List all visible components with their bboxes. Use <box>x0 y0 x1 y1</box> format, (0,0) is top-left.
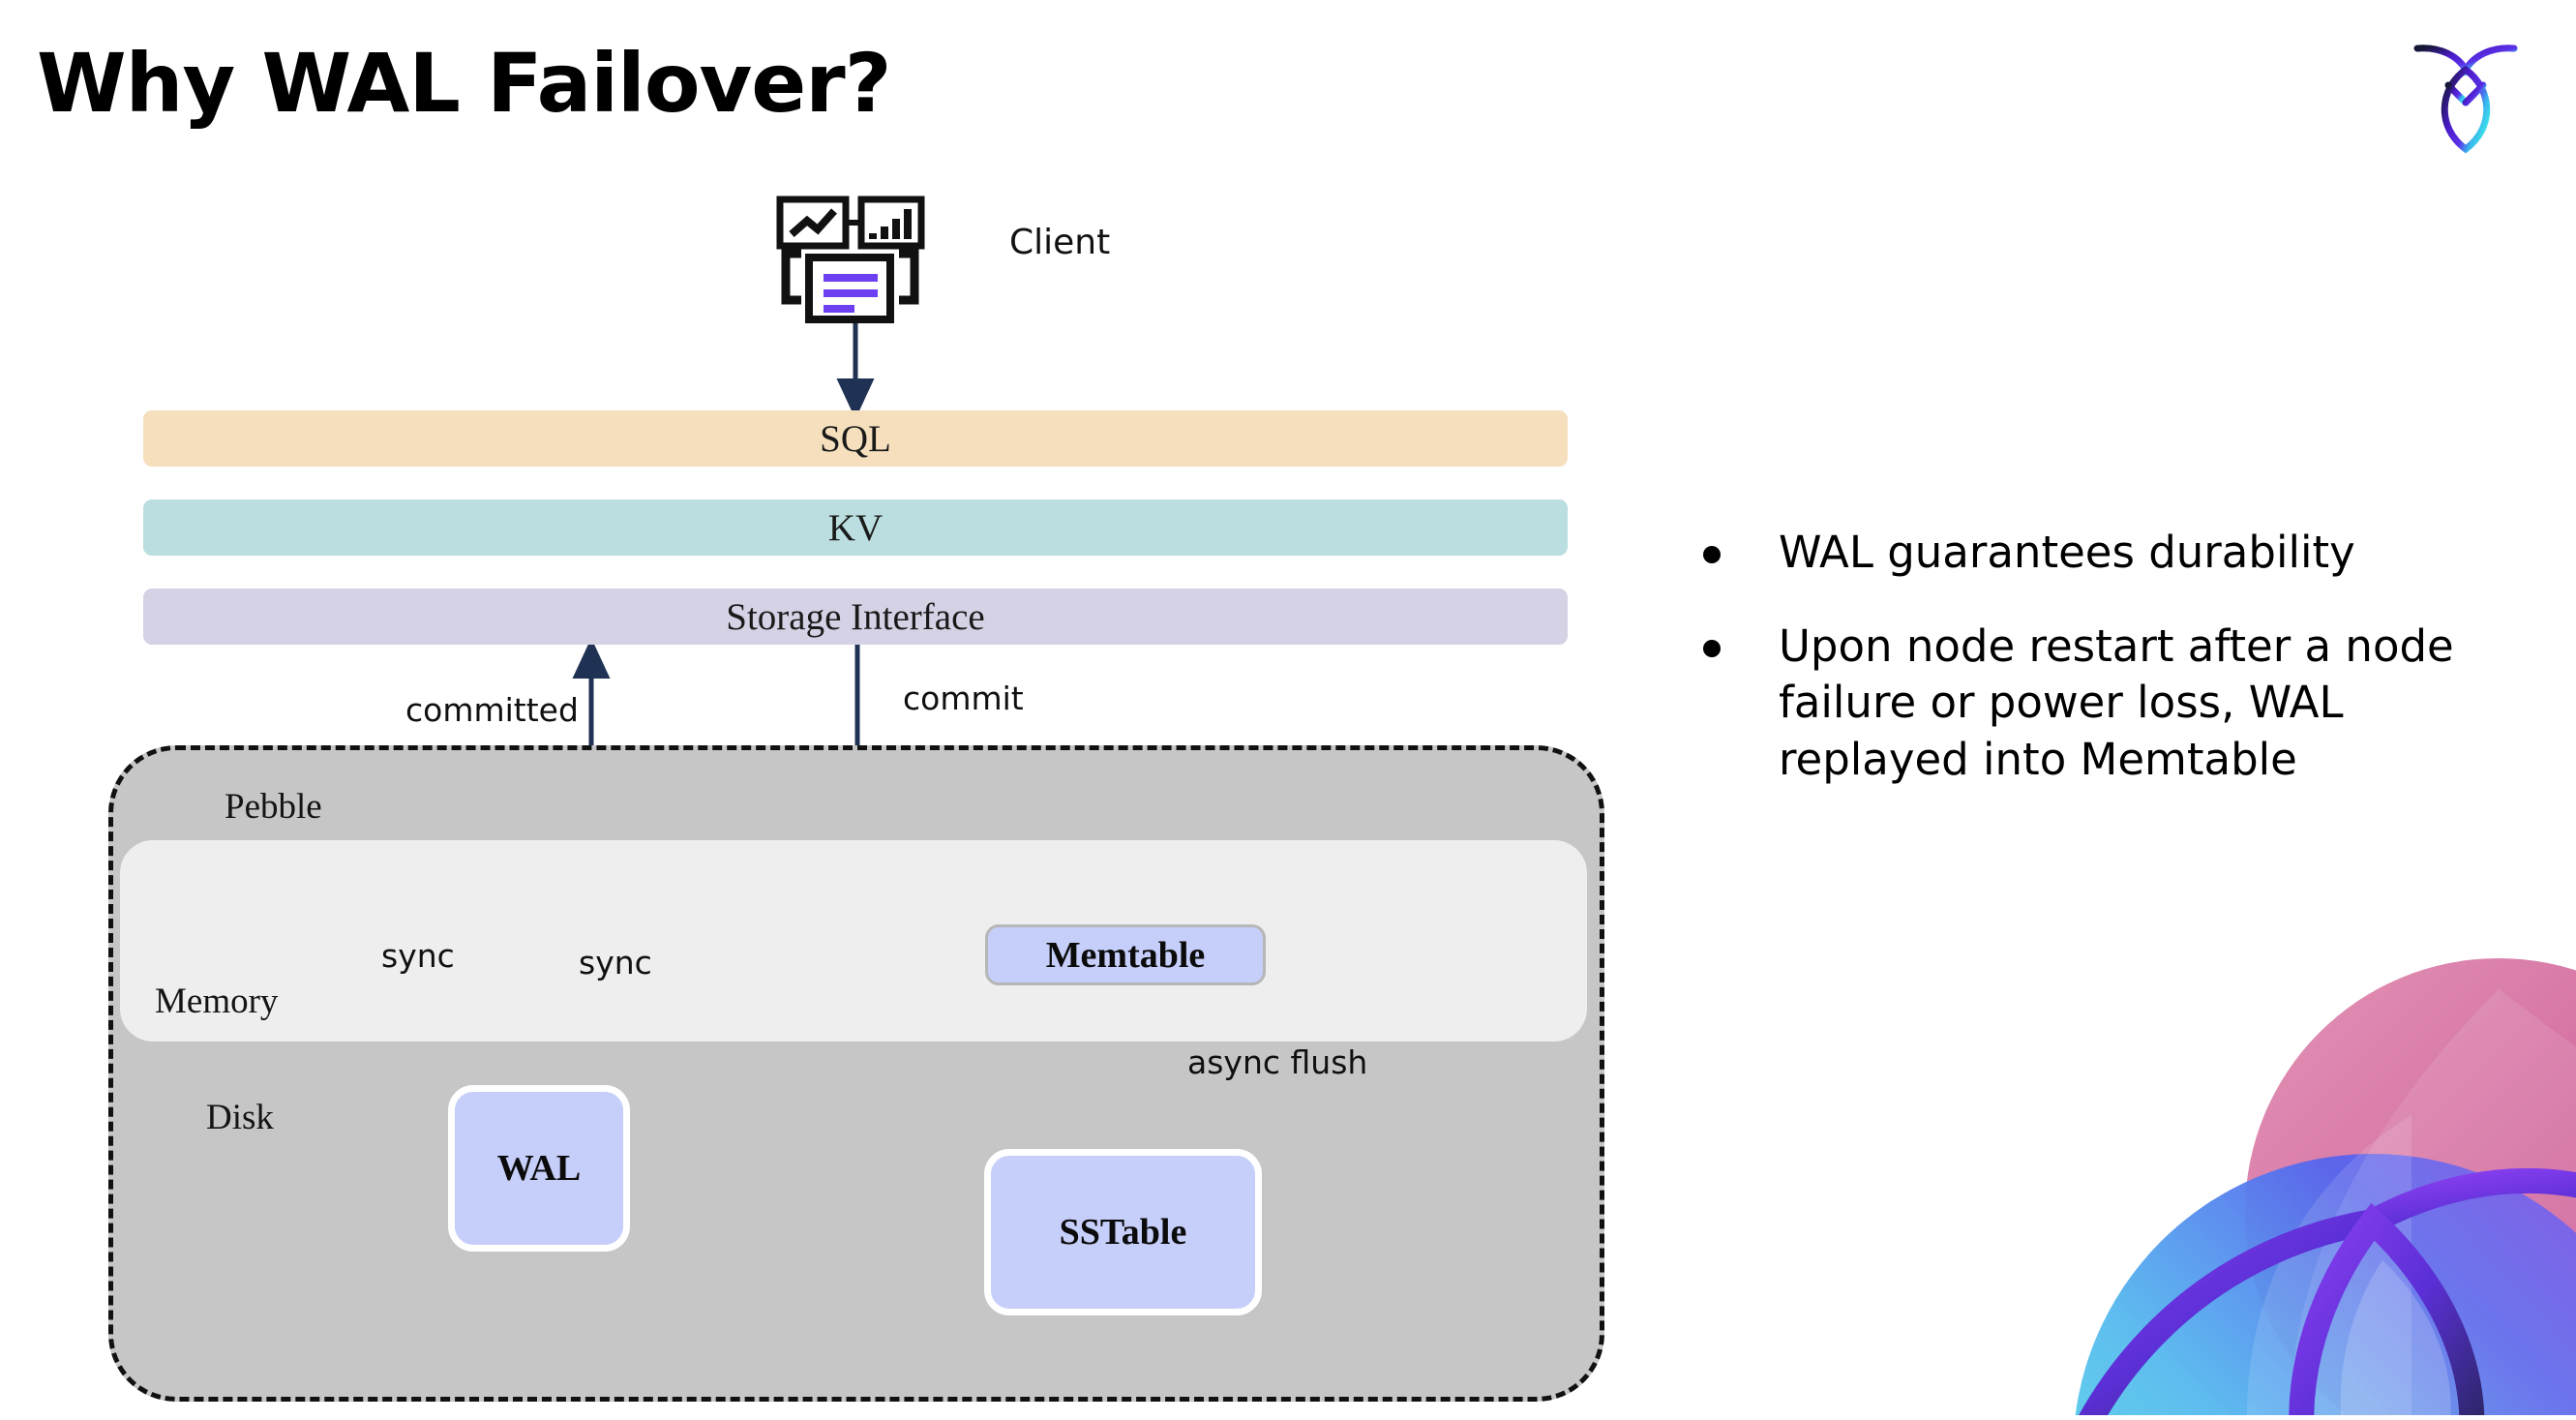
pebble-label: Pebble <box>225 787 322 827</box>
overlapping-circles-decoration <box>1957 931 2576 1415</box>
edge-label-committed: committed <box>405 691 579 729</box>
node-wal[interactable]: WAL <box>448 1085 630 1252</box>
client-analytics-icon <box>772 194 927 329</box>
layer-bar-storage-interface-label: Storage Interface <box>726 595 985 638</box>
edge-label-async-flush: async flush <box>1187 1043 1368 1081</box>
bullet-text: Upon node restart after a node failure o… <box>1779 619 2454 785</box>
layer-bar-sql-label: SQL <box>820 417 891 460</box>
node-sstable-label: SSTable <box>1059 1212 1187 1253</box>
edge-label-sync-up: sync <box>381 937 455 975</box>
bullet-list: WAL guarantees durability Upon node rest… <box>1703 525 2506 825</box>
layer-bar-sql[interactable]: SQL <box>143 410 1568 467</box>
disk-label: Disk <box>206 1098 274 1137</box>
memory-region <box>120 840 1587 1042</box>
layer-bar-storage-interface[interactable]: Storage Interface <box>143 589 1568 645</box>
layer-bar-kv-label: KV <box>827 506 884 549</box>
cockroachdb-logo-icon <box>2398 27 2533 163</box>
node-memtable-label: Memtable <box>1045 934 1206 976</box>
node-sstable[interactable]: SSTable <box>984 1149 1262 1315</box>
edge-label-sync-down: sync <box>579 944 652 982</box>
memory-label: Memory <box>155 982 279 1021</box>
bullet-text: WAL guarantees durability <box>1779 527 2355 578</box>
client-label: Client <box>1009 223 1111 262</box>
bullet-dot-icon <box>1703 546 1721 563</box>
list-item: WAL guarantees durability <box>1703 525 2506 582</box>
edge-label-commit: commit <box>903 680 1024 717</box>
node-wal-label: WAL <box>496 1148 582 1189</box>
layer-bar-kv[interactable]: KV <box>143 499 1568 556</box>
node-memtable[interactable]: Memtable <box>985 924 1266 985</box>
page-title: Why WAL Failover? <box>37 36 891 131</box>
bullet-dot-icon <box>1703 639 1721 657</box>
list-item: Upon node restart after a node failure o… <box>1703 619 2506 789</box>
architecture-diagram: Client SQL KV Storage Interface Pebble M… <box>108 194 1604 1402</box>
